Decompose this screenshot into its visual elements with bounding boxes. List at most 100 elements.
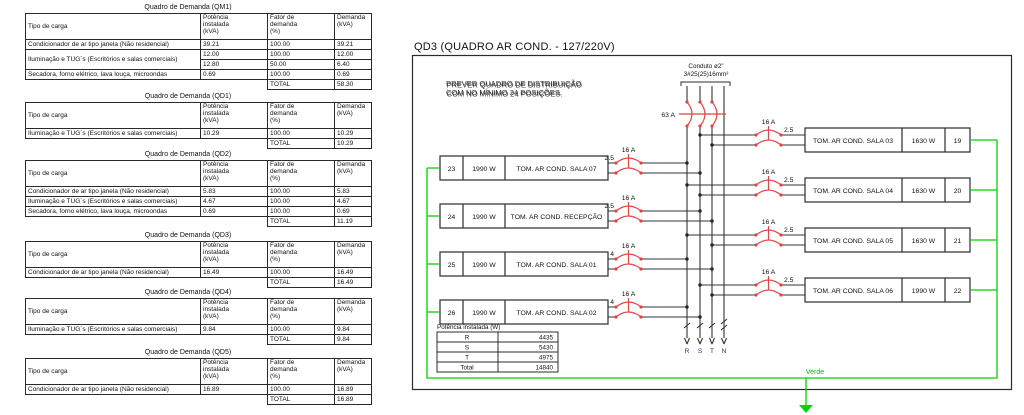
- circuit-desc: TOM. AR COND. SALA 03: [813, 138, 893, 145]
- spacer-cell: [26, 334, 268, 344]
- demand-table: Tipo de carga Potência instalada (kVA) F…: [25, 101, 372, 149]
- panel-border: [411, 54, 1013, 391]
- svg-text:PREVER QUADRO DE DISTRIBUIÇÃO: PREVER QUADRO DE DISTRIBUIÇÃO: [446, 79, 582, 88]
- circuit-desc: TOM. AR COND. SALA 02: [517, 310, 597, 317]
- total-value: 16.49: [334, 276, 372, 288]
- table-total-row: TOTAL 16.49: [26, 276, 372, 288]
- table-header-row: Tipo de carga Potência instalada (kVA) F…: [25, 357, 372, 385]
- phase-label-n: N: [722, 348, 727, 355]
- spacer-cell: [26, 138, 268, 148]
- main-breaker-rating: 63 A: [661, 112, 675, 119]
- header-potencia: Potência instalada (kVA): [200, 12, 268, 40]
- svg-text:COM NO MÍNIMO 24 POSIÇÕES.: COM NO MÍNIMO 24 POSIÇÕES.: [446, 88, 562, 97]
- panel-note: PREVER QUADRO DE DISTRIBUIÇÃO PREVER QUA…: [446, 79, 582, 99]
- circuit-25: 25 1990 W TOM. AR COND. SALA 01 16 A 4: [439, 243, 714, 277]
- table-row: Iluminação e TUG´s (Escritórios e salas …: [25, 127, 372, 139]
- table-total-row: TOTAL 10.29: [26, 137, 372, 149]
- spacer-cell: [26, 216, 268, 226]
- table-title: Quadro de Demanda (QM1): [144, 4, 232, 11]
- table-header-row: Tipo de carga Potência instalada (kVA) F…: [25, 240, 372, 268]
- panel-schematic: QD3 (QUADRO AR COND. - 127/220V) PREVER …: [411, 41, 1013, 413]
- circuit-desc: TOM. AR COND. SALA 06: [813, 288, 893, 295]
- circuit-23: 23 1990 W TOM. AR COND. SALA 07 16 A 2.5: [439, 147, 702, 181]
- bus-bottom: R S T N: [683, 318, 728, 355]
- table-total-row: TOTAL 16.89: [26, 393, 372, 405]
- circuit-power: 1990 W: [472, 214, 496, 221]
- phase-label-s: S: [698, 348, 703, 355]
- wire-size-label: 4: [610, 251, 614, 258]
- phase-label-t: T: [710, 348, 714, 355]
- circuit-22: TOM. AR COND. SALA 06 1990 W 22 16 A 2.5: [698, 269, 971, 303]
- table-title: Quadro de Demanda (QD4): [144, 289, 232, 296]
- table-row: Iluminação e TUG´s (Escritórios e salas …: [25, 48, 372, 70]
- header-fator: Fator de demanda (%): [267, 12, 335, 40]
- wire-size-label: 4: [610, 299, 614, 306]
- circuit-20: TOM. AR COND. SALA 04 1630 W 20 16 A 2.5: [685, 169, 971, 203]
- svg-text:14840: 14840: [535, 365, 553, 372]
- svg-text:4975: 4975: [539, 355, 554, 362]
- demand-table-qd2: Quadro de Demanda (QD2) Tipo de carga Po…: [25, 151, 372, 227]
- installed-power-title: Potência instalada (W): [437, 324, 500, 331]
- circuit-desc: TOM. AR COND. SALA 01: [517, 262, 597, 269]
- demand-table-qm1: Quadro de Demanda (QM1) Tipo de carga Po…: [25, 4, 372, 90]
- bus-lines: [686, 86, 725, 338]
- installed-power-table: Potência instalada (W) R 4435 S 5430 T 4…: [436, 324, 559, 373]
- circuit-26: 26 1990 W TOM. AR COND. SALA 02 16 A 4: [439, 291, 702, 325]
- total-label: TOTAL: [267, 137, 335, 149]
- ground-wire: Verde: [426, 139, 998, 413]
- circuit-21: TOM. AR COND. SALA 05 1630 W 21 16 A 2.5: [685, 219, 971, 253]
- table-total-row: TOTAL 11.19: [26, 215, 372, 227]
- circuit-power: 1990 W: [912, 288, 936, 295]
- branch-breaker-rating: 16 A: [762, 269, 776, 276]
- demand-table: Tipo de carga Potência instalada (kVA) F…: [25, 297, 372, 345]
- phase-label-r: R: [685, 348, 690, 355]
- total-value: 10.29: [334, 137, 372, 149]
- table-header-row: Tipo de carga Potência instalada (kVA) F…: [25, 159, 372, 187]
- table-row: Condicionador de ar tipo janela (Não res…: [25, 38, 372, 50]
- svg-text:3#25(25)16mm²: 3#25(25)16mm²: [684, 71, 729, 78]
- circuit-number: 22: [954, 288, 962, 295]
- table-title: Quadro de Demanda (QD1): [144, 93, 232, 100]
- table-header-row: Tipo de carga Potência instalada (kVA) F…: [25, 12, 372, 40]
- demand-table-qd1: Quadro de Demanda (QD1) Tipo de carga Po…: [25, 93, 372, 149]
- table-row: Iluminação e TUG´s (Escritórios e salas …: [25, 195, 372, 207]
- branch-breaker-rating: 16 A: [622, 243, 636, 250]
- branch-breaker-rating: 16 A: [622, 147, 636, 154]
- circuit-power: 1630 W: [912, 188, 936, 195]
- branch-breaker-rating: 16 A: [762, 119, 776, 126]
- circuit-number: 26: [448, 310, 456, 317]
- spacer-cell: [26, 79, 268, 89]
- total-label: TOTAL: [267, 393, 335, 405]
- total-label: TOTAL: [267, 276, 335, 288]
- wire-size-label: 2.5: [784, 127, 794, 134]
- circuit-number: 23: [448, 166, 456, 173]
- total-value: 11.19: [334, 215, 372, 227]
- wire-size-label: 2.5: [784, 177, 794, 184]
- branch-breaker-rating: 16 A: [762, 169, 776, 176]
- table-row: Condicionador de ar tipo janela (Não res…: [25, 383, 372, 395]
- total-label: TOTAL: [267, 215, 335, 227]
- svg-text:4435: 4435: [539, 335, 554, 342]
- table-title: Quadro de Demanda (QD2): [144, 151, 232, 158]
- circuit-19: TOM. AR COND. SALA 03 1630 W 19 16 A 2.5: [698, 119, 971, 153]
- total-value: 9.84: [334, 333, 372, 345]
- circuit-number: 25: [448, 262, 456, 269]
- table-total-row: TOTAL 58.30: [26, 78, 372, 90]
- conduit-bracket: [680, 81, 731, 86]
- total-value: 58.30: [334, 78, 372, 90]
- table-header-row: Tipo de carga Potência instalada (kVA) F…: [25, 101, 372, 129]
- circuit-number: 21: [954, 238, 962, 245]
- circuit-desc: TOM. AR COND. SALA 04: [813, 188, 893, 195]
- table-title: Quadro de Demanda (QD3): [144, 232, 232, 239]
- total-value: 16.89: [334, 393, 372, 405]
- svg-text:PREVER QUADRO DE DISTRIBUIÇÃO: PREVER QUADRO DE DISTRIBUIÇÃO: [447, 81, 583, 90]
- circuit-desc: TOM. AR COND. SALA 05: [813, 238, 893, 245]
- circuit-desc: TOM. AR COND. SALA 07: [517, 166, 597, 173]
- table-header-row: Tipo de carga Potência instalada (kVA) F…: [25, 297, 372, 325]
- table-row: Condicionador de ar tipo janela (Não res…: [25, 266, 372, 278]
- circuit-power: 1990 W: [472, 262, 496, 269]
- svg-text:5430: 5430: [539, 345, 554, 352]
- branch-breaker-rating: 16 A: [622, 195, 636, 202]
- table-row: Secadora, forno elétrico, lava louça, mi…: [25, 205, 372, 217]
